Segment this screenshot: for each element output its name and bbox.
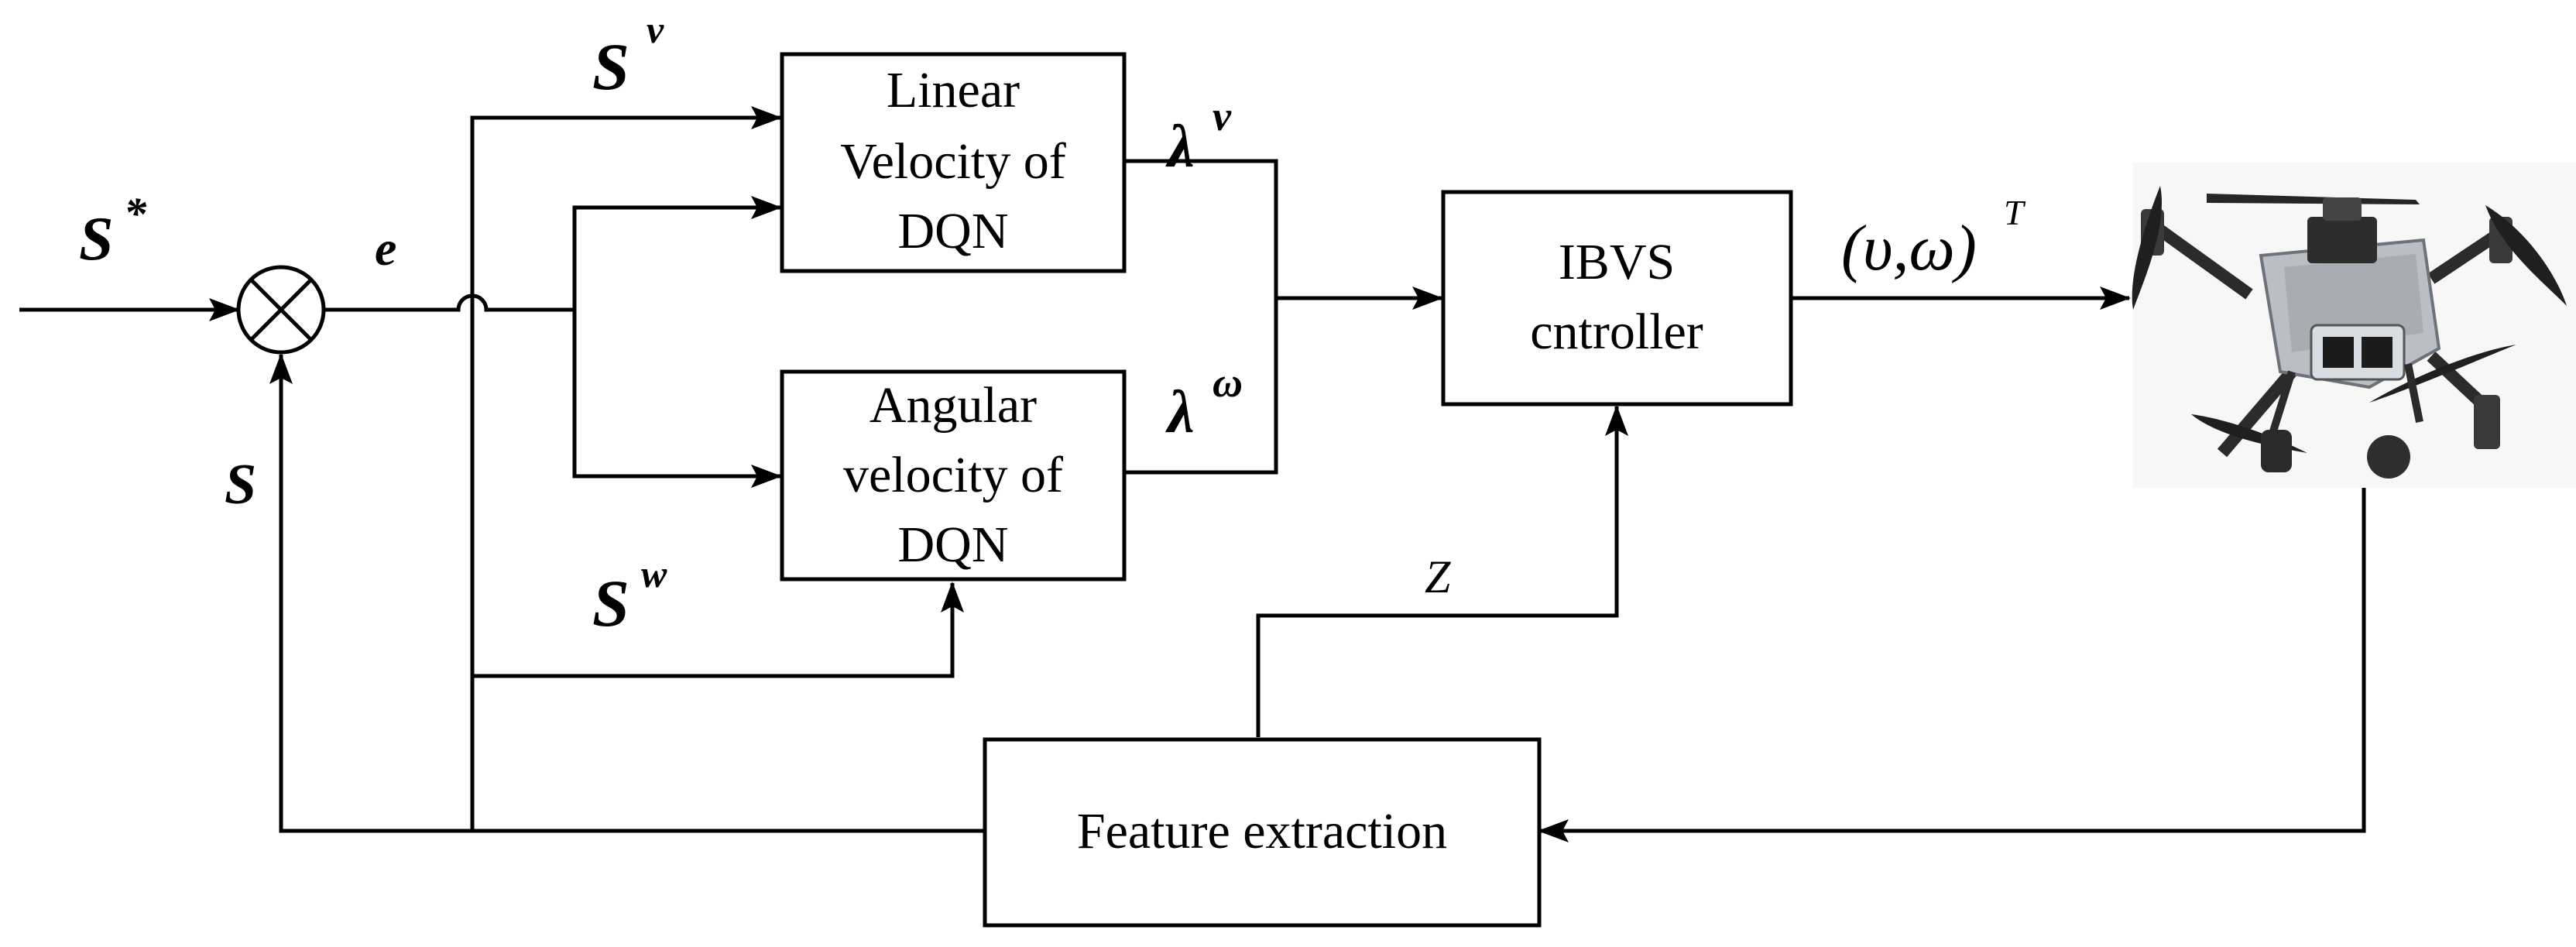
label-s-star-base: S bbox=[79, 205, 114, 273]
label-lambda-w: λ ω bbox=[1165, 359, 1243, 445]
wire-feedback-s bbox=[269, 353, 985, 833]
label-velocity-output-sup: T bbox=[2004, 193, 2026, 232]
label-velocity-output-base: (υ,ω) bbox=[1841, 212, 1977, 284]
wire-error-output bbox=[324, 293, 575, 312]
wire-z bbox=[1256, 405, 1628, 737]
block-ibvs-line-2: cntroller bbox=[1530, 304, 1703, 360]
label-s-star-sup: * bbox=[124, 188, 147, 238]
block-angular-line-2: velocity of bbox=[843, 447, 1063, 503]
label-s-w-base: S bbox=[592, 566, 629, 640]
label-lambda-v: λ v bbox=[1165, 93, 1232, 180]
wire-e-to-linear bbox=[572, 196, 782, 310]
label-lambda-v-sup: v bbox=[1213, 93, 1232, 139]
label-e: e bbox=[375, 221, 396, 276]
block-linear-line-1: Linear bbox=[887, 62, 1020, 118]
block-linear-line-3: DQN bbox=[898, 203, 1009, 259]
label-s: S bbox=[225, 453, 256, 516]
label-s-w-sup: w bbox=[641, 552, 667, 595]
label-s-star: S * bbox=[79, 188, 147, 273]
wire-lambda-v bbox=[1124, 159, 1278, 475]
block-angular-line-3: DQN bbox=[898, 516, 1009, 573]
summing-junction bbox=[236, 265, 326, 355]
block-ibvs-line-1: IBVS bbox=[1559, 234, 1675, 290]
block-feature-line-1: Feature extraction bbox=[1077, 803, 1447, 860]
wire-feedback-bus bbox=[470, 106, 782, 831]
quadrotor-drone-icon bbox=[2132, 163, 2576, 488]
wire-drone-feedback bbox=[1538, 484, 2366, 842]
wires bbox=[19, 106, 2366, 842]
label-lambda-w-sup: ω bbox=[1213, 359, 1243, 406]
label-z: Z bbox=[1425, 551, 1451, 602]
block-feature-extraction: Feature extraction bbox=[983, 737, 1542, 928]
block-linear-velocity-dqn: Linear Velocity of DQN bbox=[780, 52, 1127, 273]
block-ibvs-controller: IBVS cntroller bbox=[1441, 190, 1793, 407]
block-linear-line-2: Velocity of bbox=[840, 133, 1065, 190]
label-s-v-sup: v bbox=[647, 8, 664, 51]
label-s-v-base: S bbox=[592, 29, 629, 104]
wire-s-w bbox=[472, 582, 964, 678]
label-lambda-v-base: λ bbox=[1165, 112, 1195, 180]
wire-e-to-angular bbox=[572, 310, 782, 488]
block-angular-line-1: Angular bbox=[870, 377, 1037, 434]
label-velocity-output: (υ,ω) T bbox=[1841, 193, 2026, 284]
label-lambda-w-base: λ bbox=[1165, 378, 1195, 445]
block-angular-velocity-dqn: Angular velocity of DQN bbox=[780, 369, 1127, 582]
label-s-v: S v bbox=[592, 8, 664, 104]
label-s-w: S w bbox=[592, 552, 667, 640]
